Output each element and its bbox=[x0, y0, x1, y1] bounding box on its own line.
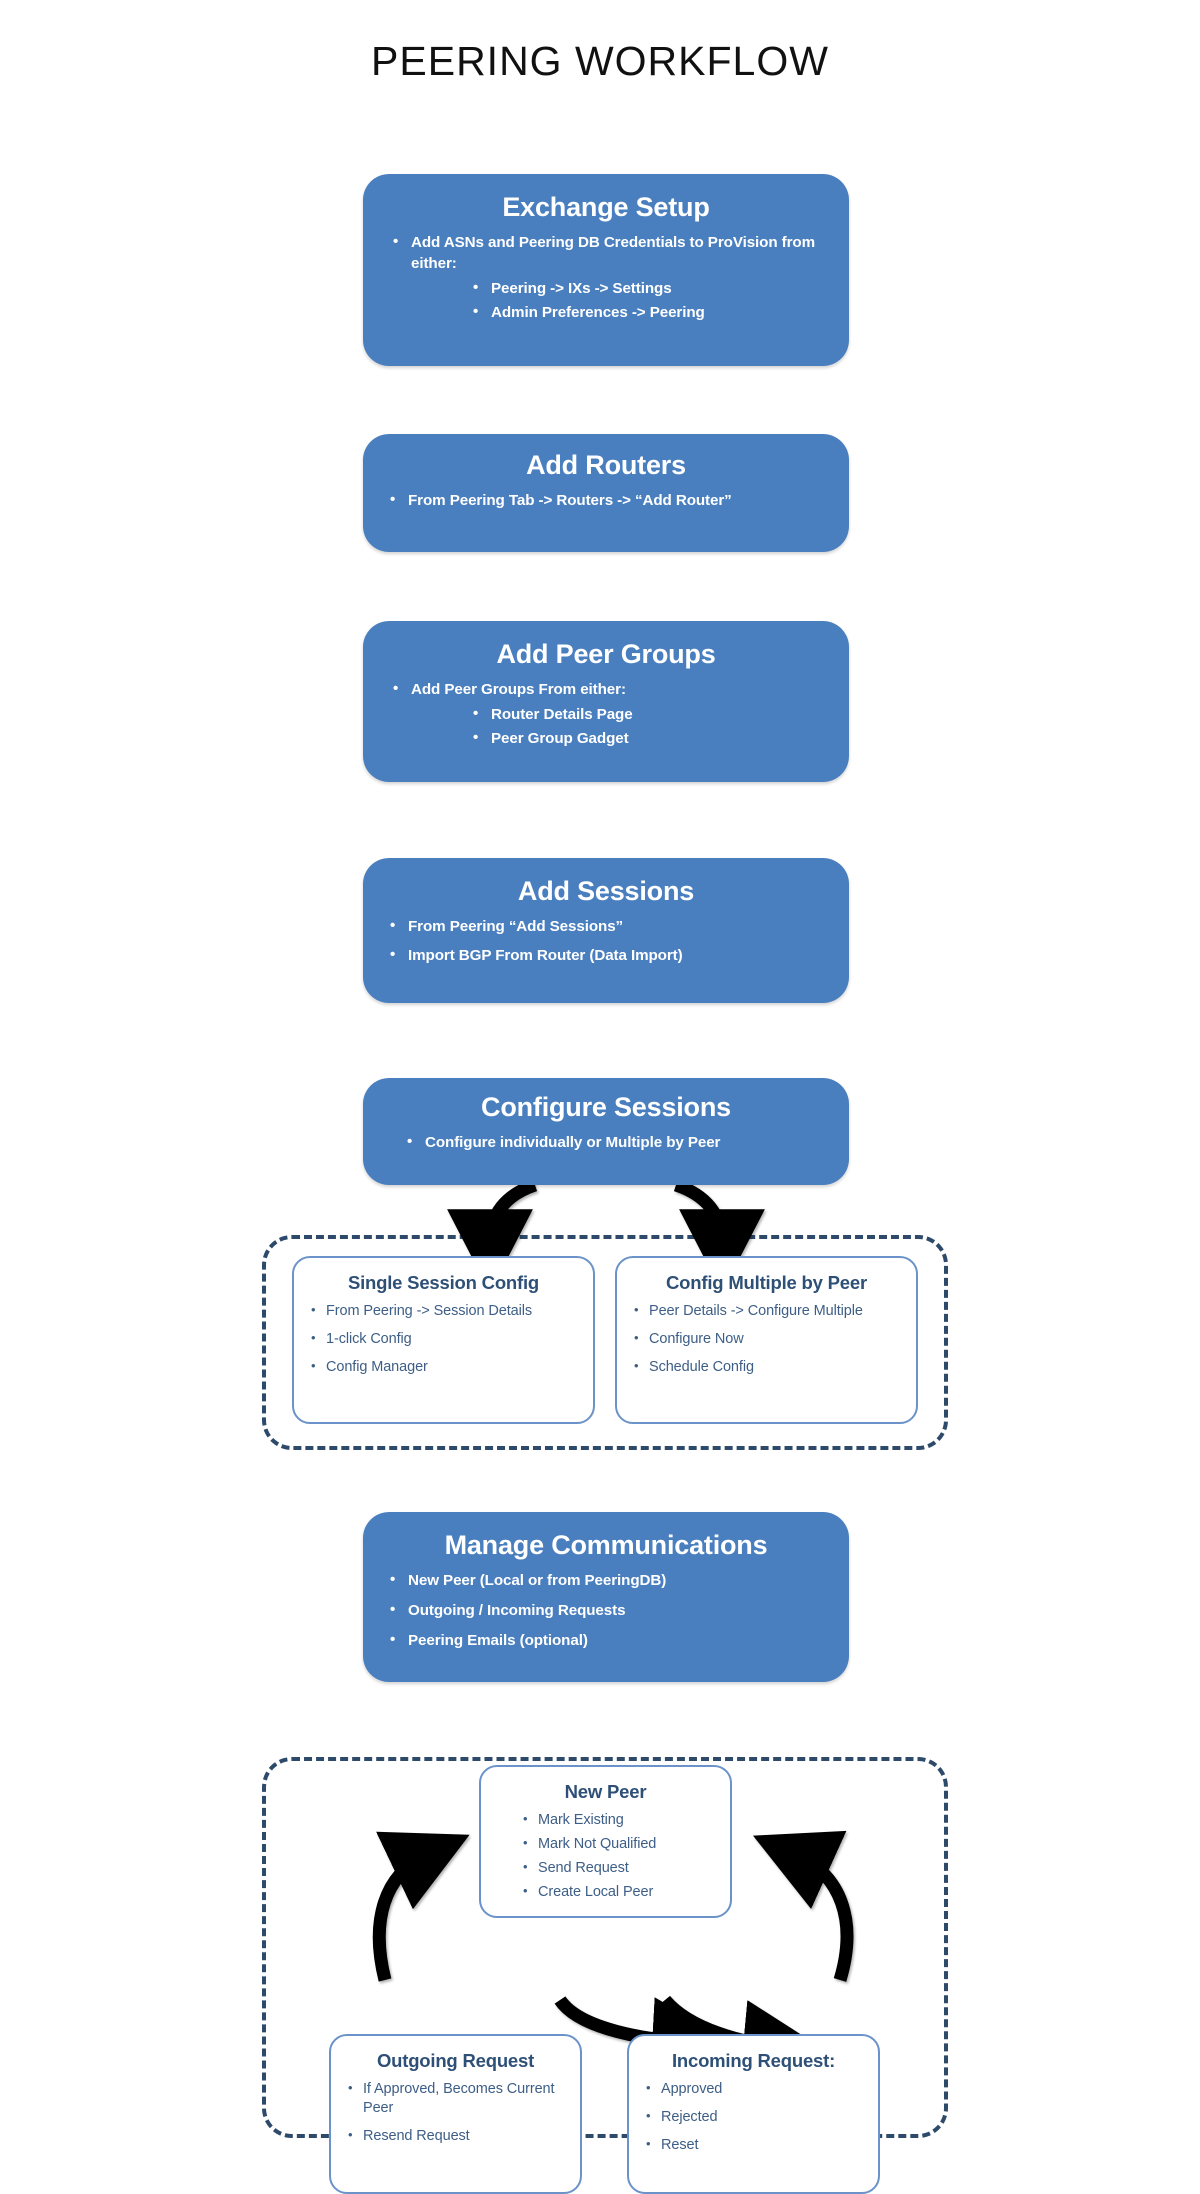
subbox-bullet: Rejected bbox=[641, 2107, 866, 2127]
subbox-title: Config Multiple by Peer bbox=[666, 1272, 867, 1293]
stage-title: Exchange Setup bbox=[502, 192, 710, 222]
stage-bullet: Add ASNs and Peering DB Credentials to P… bbox=[389, 232, 835, 275]
subbox-config-multiple-by-peer[interactable]: Config Multiple by Peer Peer Details -> … bbox=[615, 1256, 918, 1424]
stage-configure-sessions[interactable]: Configure Sessions Configure individuall… bbox=[363, 1078, 849, 1185]
stage-title: Add Routers bbox=[526, 450, 686, 480]
subbox-bullet: Configure Now bbox=[629, 1329, 904, 1349]
subbox-outgoing-request[interactable]: Outgoing Request If Approved, Becomes Cu… bbox=[329, 2034, 582, 2194]
stage-subbullet: Peer Group Gadget bbox=[469, 728, 835, 750]
subbox-bullet-list: Peer Details -> Configure Multiple Confi… bbox=[629, 1301, 904, 1377]
stage-bullet-list: Add Peer Groups From either: bbox=[377, 679, 835, 701]
stage-title: Manage Communications bbox=[444, 1530, 768, 1560]
subbox-bullet: 1-click Config bbox=[306, 1329, 581, 1349]
subbox-title: New Peer bbox=[564, 1781, 647, 1802]
subbox-bullet: Peer Details -> Configure Multiple bbox=[629, 1301, 904, 1321]
stage-bullet: New Peer (Local or from PeeringDB) bbox=[386, 1570, 835, 1592]
stage-bullet: Outgoing / Incoming Requests bbox=[386, 1600, 835, 1622]
stage-subbullet: Peering -> IXs -> Settings bbox=[469, 278, 835, 300]
subbox-single-session-config[interactable]: Single Session Config From Peering -> Se… bbox=[292, 1256, 595, 1424]
stage-bullet: Peering Emails (optional) bbox=[386, 1630, 835, 1652]
stage-subbullet: Router Details Page bbox=[469, 704, 835, 726]
subbox-bullet: Approved bbox=[641, 2079, 866, 2099]
subbox-title: Incoming Request: bbox=[671, 2050, 836, 2071]
subbox-bullet-list: If Approved, Becomes Current Peer Resend… bbox=[343, 2079, 568, 2146]
subbox-title: Single Session Config bbox=[347, 1272, 540, 1293]
stage-bullet: From Peering Tab -> Routers -> “Add Rout… bbox=[386, 490, 835, 512]
subbox-bullet: From Peering -> Session Details bbox=[306, 1301, 581, 1321]
subbox-new-peer[interactable]: New Peer Mark Existing Mark Not Qualifie… bbox=[479, 1765, 732, 1918]
subbox-bullet: Mark Not Qualified bbox=[518, 1834, 718, 1854]
stage-bullet-list: From Peering Tab -> Routers -> “Add Rout… bbox=[377, 490, 835, 512]
stage-add-routers[interactable]: Add Routers From Peering Tab -> Routers … bbox=[363, 434, 849, 552]
stage-exchange-setup[interactable]: Exchange Setup Add ASNs and Peering DB C… bbox=[363, 174, 849, 366]
stage-bullet: Add Peer Groups From either: bbox=[389, 679, 835, 701]
stage-bullet: From Peering “Add Sessions” bbox=[386, 916, 835, 938]
stage-subbullet: Admin Preferences -> Peering bbox=[469, 302, 835, 324]
subbox-bullet: Mark Existing bbox=[518, 1810, 718, 1830]
stage-add-sessions[interactable]: Add Sessions From Peering “Add Sessions”… bbox=[363, 858, 849, 1003]
stage-title: Add Sessions bbox=[517, 876, 695, 906]
stage-bullet: Import BGP From Router (Data Import) bbox=[386, 945, 835, 967]
subbox-title: Outgoing Request bbox=[376, 2050, 535, 2071]
stage-subbullet-list: Peering -> IXs -> Settings Admin Prefere… bbox=[377, 278, 835, 324]
subbox-bullet: If Approved, Becomes Current Peer bbox=[343, 2079, 568, 2118]
subbox-bullet: Schedule Config bbox=[629, 1357, 904, 1377]
stage-bullet: Configure individually or Multiple by Pe… bbox=[403, 1132, 835, 1154]
subbox-bullet-list: Mark Existing Mark Not Qualified Send Re… bbox=[493, 1810, 718, 1903]
subbox-bullet-list: Approved Rejected Reset bbox=[641, 2079, 866, 2155]
stage-bullet-list: From Peering “Add Sessions” Import BGP F… bbox=[377, 916, 835, 967]
stage-bullet-list: Configure individually or Multiple by Pe… bbox=[377, 1132, 835, 1154]
subbox-bullet: Send Request bbox=[518, 1858, 718, 1878]
stage-title: Add Peer Groups bbox=[496, 639, 716, 669]
stage-bullet-list: Add ASNs and Peering DB Credentials to P… bbox=[377, 232, 835, 275]
stage-manage-communications[interactable]: Manage Communications New Peer (Local or… bbox=[363, 1512, 849, 1682]
subbox-incoming-request[interactable]: Incoming Request: Approved Rejected Rese… bbox=[627, 2034, 880, 2194]
subbox-bullet: Resend Request bbox=[343, 2126, 568, 2146]
stage-subbullet-list: Router Details Page Peer Group Gadget bbox=[377, 704, 835, 750]
subbox-bullet: Create Local Peer bbox=[518, 1882, 718, 1902]
page-title: PEERING WORKFLOW bbox=[371, 38, 829, 84]
subbox-bullet: Config Manager bbox=[306, 1357, 581, 1377]
subbox-bullet: Reset bbox=[641, 2135, 866, 2155]
stage-bullet-list: New Peer (Local or from PeeringDB) Outgo… bbox=[377, 1570, 835, 1652]
stage-add-peer-groups[interactable]: Add Peer Groups Add Peer Groups From eit… bbox=[363, 621, 849, 782]
stage-title: Configure Sessions bbox=[481, 1092, 731, 1122]
subbox-bullet-list: From Peering -> Session Details 1-click … bbox=[306, 1301, 581, 1377]
